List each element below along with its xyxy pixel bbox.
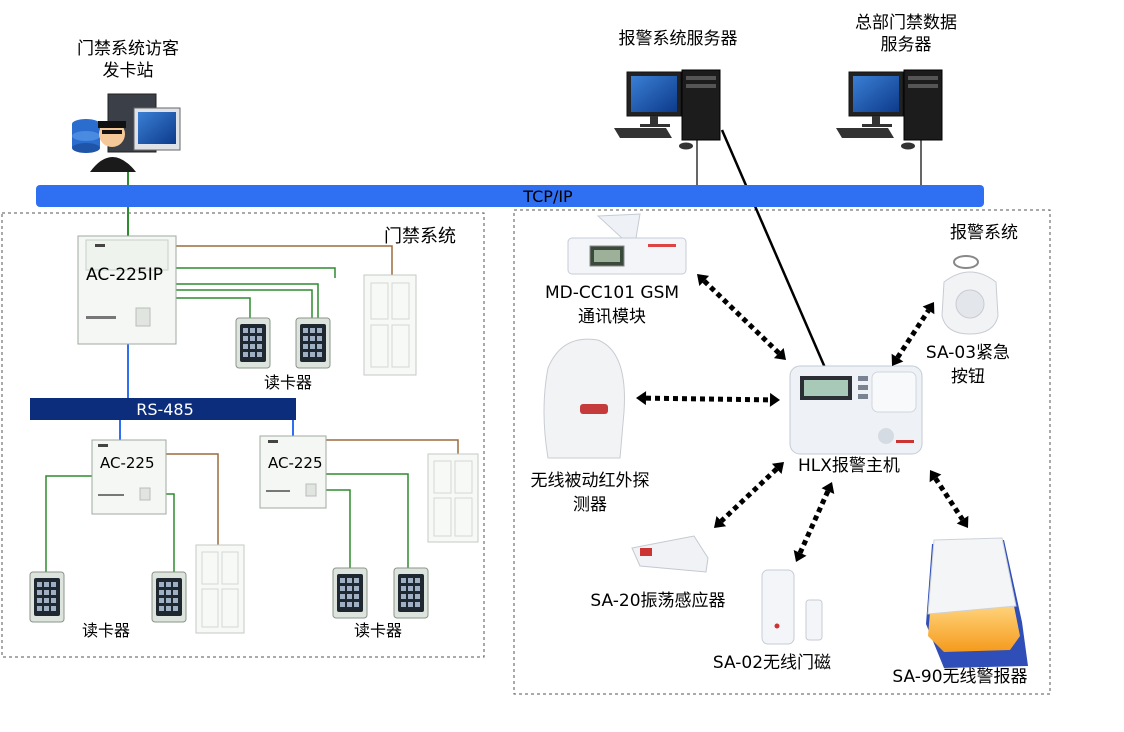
- ac225-right-label: AC-225: [268, 454, 323, 472]
- pir-detector-icon: [543, 338, 625, 459]
- panic-label-1: SA-03紧急: [925, 343, 1011, 363]
- access-system-box: [1, 212, 485, 658]
- reader-label-left: 读卡器: [81, 621, 131, 640]
- ac225-left-label: AC-225: [100, 454, 155, 472]
- door: [195, 544, 245, 634]
- door-magnet-icon: [761, 569, 823, 645]
- ac225-right-wiring: [326, 439, 459, 568]
- alarm-system-title: 报警系统: [950, 223, 1018, 243]
- wireless-link-arrow: [793, 482, 835, 562]
- pir-label-2: 测器: [573, 495, 607, 515]
- wireless-link-arrow: [714, 462, 784, 528]
- card-reader-icon: [295, 317, 331, 369]
- hq-server-label-2: 服务器: [880, 35, 932, 55]
- ac225ip-wiring: [176, 245, 393, 318]
- wireless-link-arrow: [697, 274, 786, 360]
- door-magnet-label: SA-02无线门磁: [712, 653, 832, 673]
- visitor-station-label-2: 发卡站: [102, 61, 154, 81]
- visitor-station-label-1: 门禁系统访客: [77, 39, 179, 59]
- card-reader-icon: [151, 571, 187, 623]
- gsm-label-1: MD-CC101 GSM: [544, 283, 680, 303]
- vibration-sensor-icon: [631, 535, 709, 573]
- link-server-host: [720, 129, 828, 371]
- alarm-server-label: 报警系统服务器: [618, 29, 738, 49]
- ac225ip-label: AC-225IP: [86, 265, 164, 285]
- rs485-bus: [30, 398, 296, 420]
- card-reader-icon: [29, 571, 65, 623]
- reader-label-right: 读卡器: [353, 621, 403, 640]
- gsm-label-2: 通讯模块: [578, 307, 646, 327]
- siren-label: SA-90无线警报器: [892, 667, 1028, 687]
- tcpip-label: TCP/IP: [523, 187, 573, 206]
- ac225-left-controller: [91, 439, 167, 515]
- door: [427, 453, 479, 543]
- wireless-link-arrow: [891, 302, 935, 366]
- rs485-label: RS-485: [136, 400, 194, 419]
- panic-button-icon: [941, 255, 999, 335]
- card-readers: [29, 317, 429, 623]
- visitor-station-icon: [72, 93, 181, 172]
- card-reader-icon: [332, 567, 368, 619]
- wireless-link-arrow: [636, 391, 780, 407]
- alarm-server-computer: [614, 69, 721, 150]
- wireless-link-arrow: [929, 470, 969, 528]
- pir-label-1: 无线被动红外探: [530, 471, 650, 491]
- wireless-links: [636, 274, 969, 562]
- access-system-title: 门禁系统: [384, 226, 456, 247]
- vibration-label: SA-20振荡感应器: [590, 591, 726, 611]
- card-reader-icon: [393, 567, 429, 619]
- siren-icon: [926, 537, 1028, 668]
- hq-server-label-1: 总部门禁数据: [855, 13, 957, 33]
- alarm-host-icon: [789, 365, 923, 455]
- ac225ip-controller: [77, 235, 177, 345]
- gsm-module-icon: [567, 213, 687, 275]
- host-label: HLX报警主机: [798, 456, 900, 476]
- reader-label-top: 读卡器: [263, 373, 313, 392]
- ac225-right-controller: [259, 435, 327, 509]
- panic-label-2: 按钮: [951, 367, 985, 387]
- hq-server-computer: [836, 69, 943, 150]
- door: [363, 274, 417, 376]
- ac225-left-wiring: [45, 453, 219, 572]
- card-reader-icon: [235, 317, 271, 369]
- tcpip-bus: [36, 185, 984, 207]
